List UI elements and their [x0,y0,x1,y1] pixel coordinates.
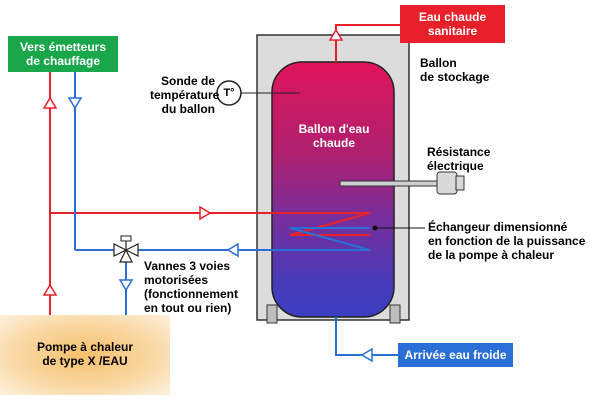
resistance-label: Résistance électrique [427,145,490,173]
emitters-line-2: de chauffage [25,54,100,68]
exchanger-label: Échangeur dimensionné en fonction de la … [428,220,585,262]
thermometer-symbol: T° [223,87,235,99]
exchanger-line-2: en fonction de la puissance [428,234,586,248]
ecs-line-2: sanitaire [427,24,478,38]
outlet-arrow-icon [328,28,344,41]
sensor-line-1: Sonde de [160,74,215,88]
storage-tank-label: Ballon de stockage [420,56,489,84]
electric-resistance [339,171,465,195]
emitters-line-1: Vers émetteurs [19,40,107,54]
exchanger-line-1: Échangeur dimensionné [428,220,568,234]
hot-water-tank-label: Ballon d'eau chaude [285,122,383,150]
exchanger-line-3: de la pompe à chaleur [428,248,555,262]
resistance-line-2: électrique [427,159,484,173]
heating-supply-pipe [42,70,290,315]
tank-line-1: Ballon d'eau [298,122,370,136]
storage-line-2: de stockage [420,70,490,84]
valve-line-4: en tout ou rien) [144,301,232,315]
pump-line-1: Pompe à chaleur [36,340,134,354]
ecs-box [400,5,505,43]
heat-pump-label: Pompe à chaleur de type X /EAU [10,340,160,368]
heat-pump-zone [0,315,170,395]
cold-inlet-box [398,343,513,367]
sensor-line-2: température [150,88,220,102]
thermometer-icon [216,80,300,106]
valve-line-1: Vannes 3 voies [144,259,231,273]
cold-water-inlet-pipe [335,317,398,356]
ecs-line-1: Eau chaude [418,10,487,24]
inlet-arrow-icon [360,347,373,363]
three-way-valve-icon [113,235,139,263]
tank-line-2: chaude [312,136,355,150]
sensor-label: Sonde de température du ballon [150,74,220,116]
hot-water-outlet-pipe [335,24,400,62]
heat-exchanger-coil [289,212,425,251]
emitters-box [8,36,118,72]
hot-water-tank [271,61,395,318]
valve-line-2: motorisées [144,273,209,287]
heating-return-pipe [67,70,290,315]
sensor-line-3: du ballon [161,102,215,116]
pump-line-2: de type X /EAU [42,354,128,368]
valve-line-3: (fonctionnement [144,287,238,301]
storage-line-1: Ballon [420,56,457,70]
cold-inlet-label: Arrivée eau froide [404,348,507,362]
resistance-line-1: Résistance [427,145,491,159]
valve-label: Vannes 3 voies motorisées (fonctionnemen… [144,259,238,315]
